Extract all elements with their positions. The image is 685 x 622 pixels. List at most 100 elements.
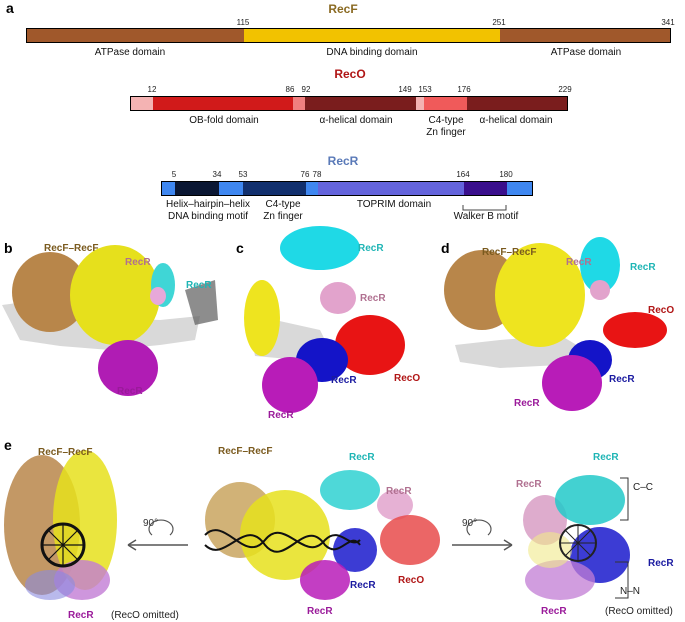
recf-num-251: 251: [492, 18, 506, 27]
recr-num-164: 164: [456, 170, 470, 179]
d-label-recr-magenta: RecR: [514, 398, 540, 409]
b-label-recr-cyan: RecR: [186, 280, 212, 291]
reco-domain-helical-2: α-helical domain: [479, 115, 553, 126]
recr-hhh-line2: DNA binding motif: [167, 211, 249, 222]
d-label-recf-recf: RecF–RecF: [482, 247, 537, 258]
reco-domain-c4: C4-type Zn finger: [426, 115, 465, 139]
walker-b-bracket: [462, 205, 507, 211]
panel-d-density: [444, 237, 667, 411]
reco-seg-helical-2: [467, 97, 567, 110]
e-right-label-recr-blue: RecR: [648, 558, 674, 569]
recr-seg-linker2: [306, 182, 318, 195]
recf-seg-dna-binding: [244, 29, 500, 42]
b-label-recr-pink: RecR: [125, 257, 151, 268]
e-rotation-right: 90°: [462, 518, 478, 529]
reco-seg-linker2: [416, 97, 424, 110]
recr-c4-line1: C4-type: [265, 199, 301, 210]
e-left-label-recr: RecR: [68, 610, 94, 621]
reco-num-229: 229: [558, 85, 572, 94]
reco-num-149: 149: [398, 85, 412, 94]
recr-domain-hhh: Helix–hairpin–helix DNA binding motif: [166, 199, 250, 223]
recr-seg-c: [507, 182, 532, 195]
recr-domain-walker-b: Walker B motif: [453, 211, 519, 222]
panel-label-e: e: [4, 437, 12, 453]
recr-domain-toprim: TOPRIM domain: [356, 199, 432, 210]
panel-c-density: [244, 226, 405, 413]
recr-domain-bar: [161, 181, 533, 196]
panel-e-left-cartoon: [4, 450, 117, 600]
reco-num-86: 86: [285, 85, 295, 94]
recr-c4-line2: Zn finger: [263, 211, 303, 222]
panel-e-right-cartoon: [523, 475, 630, 600]
recr-seg-walker-b: [464, 182, 507, 195]
recf-num-341: 341: [661, 18, 675, 27]
recf-seg-atpase-c: [500, 29, 670, 42]
recr-seg-hhh: [175, 182, 219, 195]
e-center-label-recr-magenta: RecR: [307, 606, 333, 617]
reco-c4-line1: C4-type: [428, 115, 464, 126]
recr-seg-n: [162, 182, 175, 195]
d-label-recr-pink: RecR: [566, 257, 592, 268]
panel-label-b: b: [4, 240, 13, 256]
recr-title: RecR: [327, 154, 359, 168]
e-right-label-c-c: C–C: [633, 482, 654, 493]
reco-seg-helical-1: [305, 97, 416, 110]
reco-domain-bar: [130, 96, 568, 111]
reco-num-92: 92: [301, 85, 311, 94]
recf-num-115: 115: [236, 18, 250, 27]
reco-title: RecO: [334, 67, 366, 81]
e-rotation-left: 90°: [143, 518, 159, 529]
e-center-label-recr-pink: RecR: [386, 486, 412, 497]
recf-seg-atpase-n: [27, 29, 244, 42]
d-label-recr-blue: RecR: [609, 374, 635, 385]
reco-seg-ob-fold: [153, 97, 293, 110]
panel-label-d: d: [441, 240, 450, 256]
reco-seg-n: [131, 97, 153, 110]
e-left-label-reco-omitted: (RecO omitted): [111, 610, 179, 621]
recf-domain-atpase-1: ATPase domain: [94, 47, 166, 58]
reco-num-12: 12: [147, 85, 157, 94]
recf-title: RecF: [328, 2, 358, 16]
e-center-label-reco: RecO: [398, 575, 425, 586]
e-left-label-recf-recf: RecF–RecF: [38, 447, 93, 458]
rotation-arrow-right: [452, 519, 513, 551]
reco-c4-line2: Zn finger: [426, 127, 466, 138]
e-center-label-recr-blue: RecR: [350, 580, 376, 591]
c-label-recr-blue: RecR: [331, 375, 357, 386]
e-right-label-recr-pink: RecR: [516, 479, 542, 490]
recr-seg-linker1: [219, 182, 243, 195]
e-right-label-n-n: N–N: [620, 586, 641, 597]
reco-seg-zn-finger: [424, 97, 467, 110]
reco-num-176: 176: [457, 85, 471, 94]
recr-num-5: 5: [171, 170, 177, 179]
d-label-recr-cyan: RecR: [630, 262, 656, 273]
recr-num-53: 53: [238, 170, 248, 179]
recf-domain-dna-binding: DNA binding domain: [326, 47, 418, 58]
c-label-recr-magenta: RecR: [268, 410, 294, 421]
recr-seg-toprim: [318, 182, 464, 195]
reco-domain-helical-1: α-helical domain: [319, 115, 393, 126]
recr-num-76: 76: [300, 170, 310, 179]
reco-num-153: 153: [418, 85, 432, 94]
b-label-recf-recf: RecF–RecF: [44, 243, 99, 254]
recf-domain-bar: [26, 28, 671, 43]
e-right-label-reco-omitted: (RecO omitted): [605, 606, 673, 617]
panel-label-a: a: [6, 0, 14, 16]
recr-num-34: 34: [212, 170, 222, 179]
reco-domain-ob-fold: OB-fold domain: [189, 115, 259, 126]
recr-num-78: 78: [312, 170, 322, 179]
rotation-arrow-left: [127, 519, 188, 551]
panel-e-center-cartoon: [204, 470, 440, 600]
recr-hhh-line1: Helix–hairpin–helix: [166, 199, 250, 210]
b-label-recr-magenta: RecR: [117, 386, 143, 397]
c-label-reco: RecO: [394, 373, 421, 384]
c-label-recr-pink: RecR: [360, 293, 386, 304]
c-label-recr-cyan: RecR: [358, 243, 384, 254]
recr-num-180: 180: [499, 170, 513, 179]
reco-seg-linker1: [293, 97, 305, 110]
recf-domain-atpase-2: ATPase domain: [550, 47, 622, 58]
recr-seg-zn-finger: [243, 182, 306, 195]
e-center-label-recf-recf: RecF–RecF: [218, 446, 273, 457]
e-right-label-recr-cyan: RecR: [593, 452, 619, 463]
